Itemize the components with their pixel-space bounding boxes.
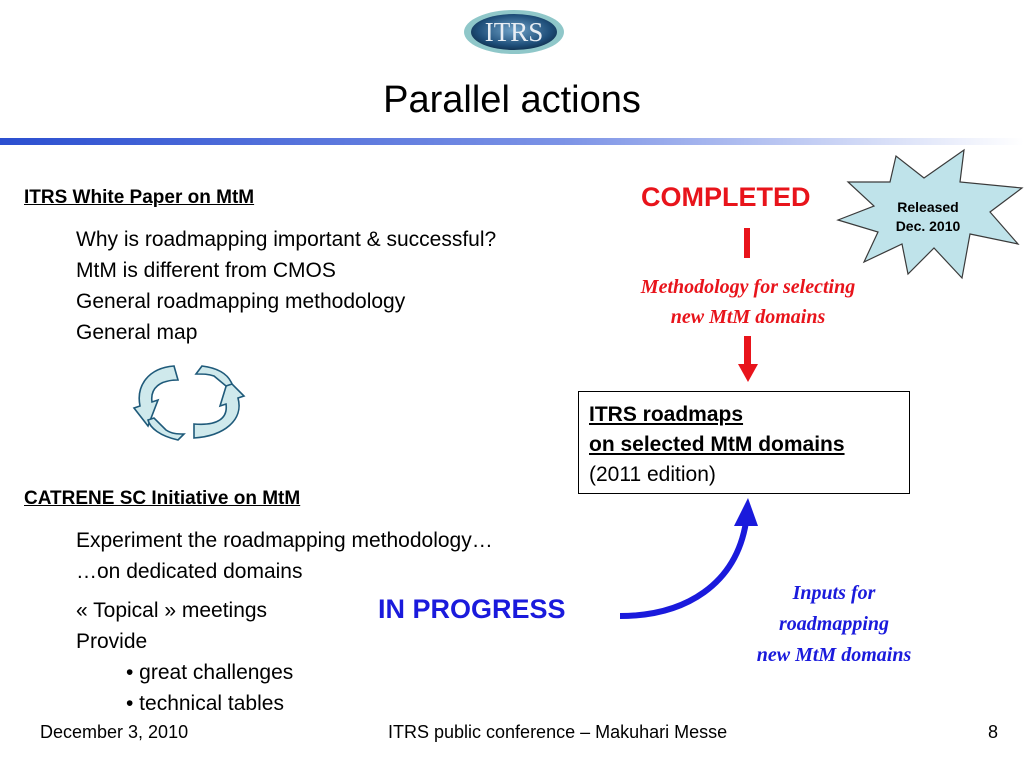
white-paper-heading: ITRS White Paper on MtM bbox=[24, 187, 255, 208]
inputs-line-3: new MtM domains bbox=[756, 644, 912, 666]
catrene-list: Experiment the roadmapping methodology… … bbox=[76, 525, 493, 587]
list-item: General map bbox=[76, 321, 198, 344]
itrs-logo: ITRS bbox=[462, 8, 566, 56]
roadmaps-line-3: (2011 edition) bbox=[589, 463, 716, 486]
roadmaps-line-2: on selected MtM domains bbox=[589, 433, 845, 456]
released-line-2: Dec. 2010 bbox=[895, 218, 961, 234]
in-progress-status: IN PROGRESS bbox=[378, 594, 566, 624]
released-starburst bbox=[834, 148, 1024, 285]
list-item: …on dedicated domains bbox=[76, 560, 303, 583]
inputs-line-2: roadmapping bbox=[778, 613, 890, 635]
red-arrow-stub bbox=[740, 228, 754, 265]
footer-date: December 3, 2010 bbox=[40, 722, 189, 742]
catrene-list-2: « Topical » meetings Provide • great cha… bbox=[76, 595, 293, 719]
blue-curved-arrow bbox=[616, 494, 766, 629]
methodology-line-1: Methodology for selecting bbox=[640, 276, 856, 298]
list-item: « Topical » meetings bbox=[76, 599, 268, 622]
methodology-line-2: new MtM domains bbox=[670, 306, 826, 328]
roadmaps-line-1: ITRS roadmaps bbox=[589, 403, 744, 426]
bullet-item: • great challenges bbox=[126, 661, 294, 684]
catrene-heading: CATRENE SC Initiative on MtM bbox=[24, 488, 301, 509]
logo-text: ITRS bbox=[485, 17, 544, 47]
list-item: Provide bbox=[76, 630, 148, 653]
completed-status: COMPLETED bbox=[641, 182, 811, 212]
list-item: MtM is different from CMOS bbox=[76, 259, 336, 282]
methodology-label: Methodology for selecting new MtM domain… bbox=[598, 272, 898, 332]
slide-title: Parallel actions bbox=[383, 79, 641, 121]
cycle-arrows-icon bbox=[132, 362, 246, 449]
list-item: Why is roadmapping important & successfu… bbox=[76, 228, 497, 251]
bullet-item: • technical tables bbox=[126, 692, 284, 715]
roadmaps-box: ITRS roadmaps on selected MtM domains (2… bbox=[578, 391, 910, 494]
white-paper-list: Why is roadmapping important & successfu… bbox=[76, 224, 496, 348]
title-divider bbox=[0, 134, 1024, 148]
released-label: Released Dec. 2010 bbox=[878, 198, 978, 236]
released-line-1: Released bbox=[897, 199, 959, 215]
red-down-arrow bbox=[736, 336, 760, 389]
list-item: General roadmapping methodology bbox=[76, 290, 406, 313]
inputs-label: Inputs for roadmapping new MtM domains bbox=[718, 578, 950, 671]
page-number: 8 bbox=[988, 722, 999, 742]
list-item: Experiment the roadmapping methodology… bbox=[76, 529, 493, 552]
inputs-line-1: Inputs for bbox=[792, 582, 876, 604]
footer-conference: ITRS public conference – Makuhari Messe bbox=[388, 722, 728, 742]
